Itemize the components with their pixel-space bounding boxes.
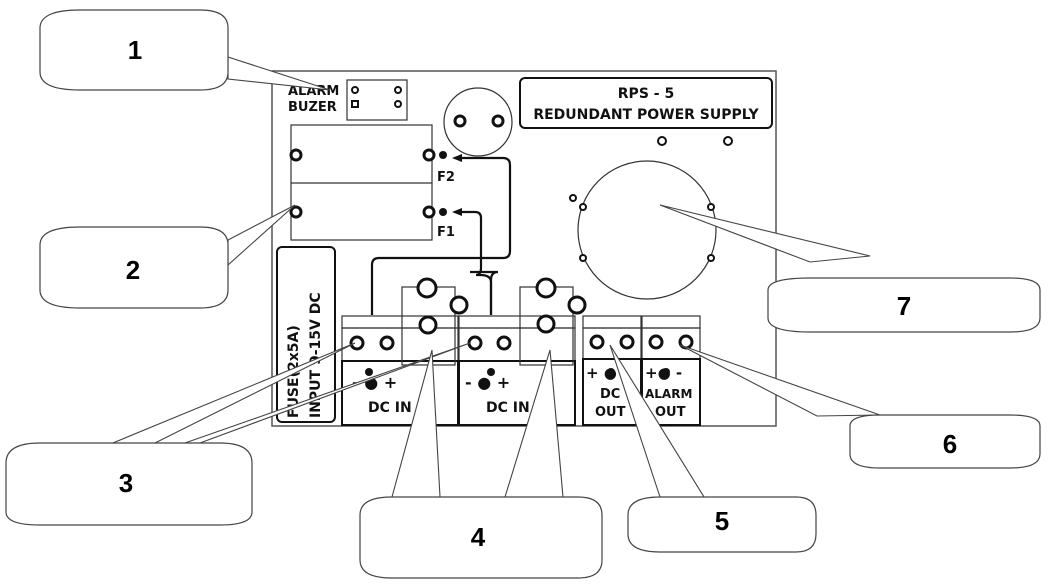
transformer [569, 160, 717, 300]
dc-in-2-label: DC IN [486, 400, 530, 416]
callout-5: 5 [627, 496, 817, 553]
dc-out-label-line1: DC [600, 387, 620, 402]
svg-text:1: 1 [128, 35, 142, 65]
regulator-2 [519, 277, 587, 366]
callout-4: 4 [359, 496, 603, 579]
title-box [519, 77, 773, 129]
callout-2: 2 [39, 226, 229, 309]
buzzer-component [443, 87, 513, 157]
fuse-f1-label: F1 [437, 225, 455, 240]
svg-text:7: 7 [897, 291, 911, 321]
callout-7: 7 [767, 277, 1041, 333]
alarm-buzzer-jumper [346, 79, 408, 121]
buzzer-label: BUZER [288, 100, 337, 115]
dc-out-label-line2: OUT [595, 405, 626, 420]
callout-leaders [107, 56, 881, 498]
terminal-dc-in-1 [341, 315, 459, 426]
fuse-wires [370, 154, 512, 315]
fuse-holders [289, 124, 447, 241]
alarm-label: ALARM [288, 84, 339, 99]
callout-6: 6 [849, 414, 1041, 469]
svg-text:6: 6 [943, 429, 957, 459]
input-side-label-box [276, 246, 336, 423]
dc-in-2-polarity: - ● + [465, 373, 510, 392]
input-voltage-label: INPUT 9-15V DC [308, 292, 324, 418]
dc-in-1-label: DC IN [368, 400, 412, 416]
regulator-1 [401, 277, 469, 366]
fuse-f2-label: F2 [437, 170, 455, 185]
alarm-out-polarity: +● - [645, 364, 682, 382]
dc-in-1-polarity: - ● + [352, 373, 397, 392]
callout-1: 1 [39, 9, 229, 91]
svg-text:5: 5 [715, 506, 729, 536]
alarm-out-label-line2: OUT [655, 405, 686, 420]
callout-3: 3 [5, 442, 253, 526]
title-line2: REDUNDANT POWER SUPPLY [533, 107, 759, 123]
svg-text:2: 2 [126, 255, 140, 285]
mount-hole [723, 136, 733, 146]
alarm-out-label-line1: ALARM [645, 387, 692, 401]
mount-hole [657, 136, 667, 146]
title-line1: RPS - 5 [618, 86, 674, 102]
svg-text:3: 3 [119, 468, 133, 498]
svg-text:4: 4 [471, 522, 486, 552]
